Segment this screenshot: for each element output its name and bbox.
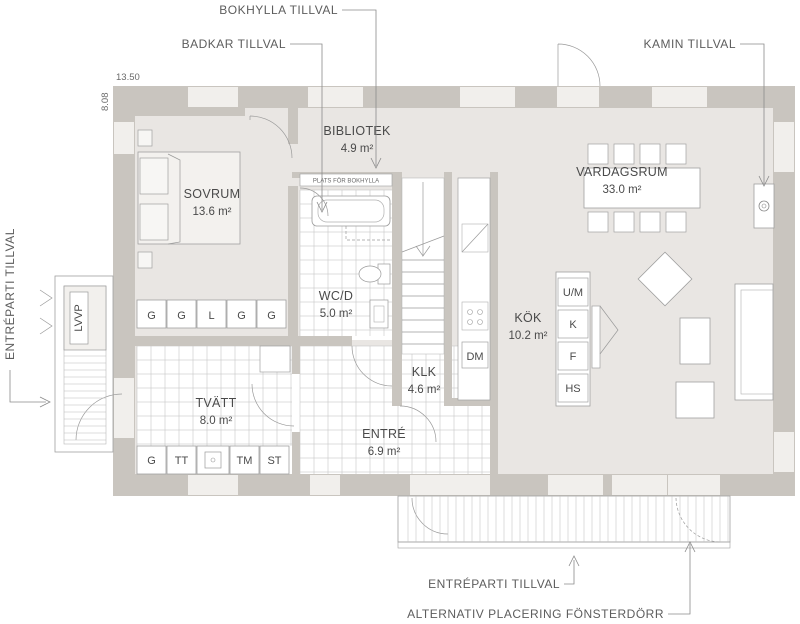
wardrobe-row: G G L G G: [136, 299, 287, 329]
room-area-kok: 10.2 m²: [509, 330, 548, 342]
room-area-vardagsrum: 33.0 m²: [603, 184, 642, 196]
interior-walls: [123, 108, 498, 474]
room-name-wcd: WC/D: [319, 289, 354, 303]
room-area-wcd: 5.0 m²: [320, 308, 353, 320]
wardrobe-label: G: [177, 310, 186, 322]
callout-alternativ-placering: ALTERNATIV PLACERING FÖNSTERDÖRR: [407, 607, 664, 621]
room-name-entre: ENTRÉ: [362, 426, 406, 441]
front-porch-option: [397, 495, 731, 549]
fireplace: [753, 183, 775, 229]
callout-leaders: [9, 9, 770, 615]
room-name-sovrum: SOVRUM: [184, 187, 241, 201]
bookshelf-place: PLATS FÖR BOKHYLLA: [299, 173, 393, 187]
dimension-depth: 8.08: [100, 93, 111, 112]
dimension-width: 13.50: [116, 72, 140, 83]
callout-kamin-tillval: KAMIN TILLVAL: [643, 37, 736, 51]
laundry-label: ST: [267, 455, 281, 467]
room-name-kok: KÖK: [514, 311, 542, 325]
coffee-table-diamond: [637, 251, 693, 307]
kitchen-island: U/M K F HS: [555, 271, 619, 407]
callout-entreparti-tillval-side: ENTRÉPARTI TILLVAL: [2, 228, 17, 360]
double-bed: [137, 129, 241, 269]
room-area-klk: 4.6 m²: [408, 384, 441, 396]
room-area-bibliotek: 4.9 m²: [341, 143, 374, 155]
wardrobe-label: L: [208, 310, 214, 322]
room-area-tvatt: 8.0 m²: [200, 415, 233, 427]
armchair: [679, 317, 711, 365]
room-name-klk: KLK: [412, 365, 437, 379]
laundry-label: TT: [175, 455, 189, 467]
staircase: [401, 177, 445, 355]
laundry-label: TM: [237, 455, 253, 467]
sofa: [734, 283, 774, 401]
callout-badkar-tillval: BADKAR TILLVAL: [182, 37, 286, 51]
bookshelf-place-label: PLATS FÖR BOKHYLLA: [313, 178, 379, 185]
callout-entreparti-tillval-bottom: ENTRÉPARTI TILLVAL: [428, 576, 560, 591]
room-name-bibliotek: BIBLIOTEK: [323, 124, 391, 138]
island-label: K: [569, 319, 577, 331]
laundry-row: G TT TM ST: [136, 345, 291, 475]
island-label: HS: [565, 383, 580, 395]
room-name-tvatt: TVÄTT: [195, 396, 236, 410]
wardrobe-label: G: [267, 310, 276, 322]
bathtub: [311, 195, 391, 241]
wardrobe-label: G: [237, 310, 246, 322]
exterior-walls: [113, 86, 795, 496]
dining-table: [583, 143, 701, 233]
kitchen-counter: DM: [457, 177, 491, 401]
room-labels: BIBLIOTEK 4.9 m² SOVRUM 13.6 m² VARDAGSR…: [184, 124, 668, 458]
wardrobe-label: G: [147, 310, 156, 322]
toilet: [358, 263, 391, 285]
island-label: U/M: [563, 287, 583, 299]
sink: [369, 299, 389, 329]
callout-bokhylla-tillval: BOKHYLLA TILLVAL: [219, 3, 338, 17]
side-chair: [675, 381, 715, 419]
laundry-label: G: [147, 455, 156, 467]
side-entrance-option: LVVP: [39, 275, 114, 453]
lvvp-label: LVVP: [73, 304, 85, 331]
room-area-sovrum: 13.6 m²: [193, 206, 232, 218]
island-label: F: [570, 351, 577, 363]
dishwasher-label: DM: [466, 351, 483, 363]
room-area-entre: 6.9 m²: [368, 446, 401, 458]
room-name-vardagsrum: VARDAGSRUM: [576, 165, 668, 179]
